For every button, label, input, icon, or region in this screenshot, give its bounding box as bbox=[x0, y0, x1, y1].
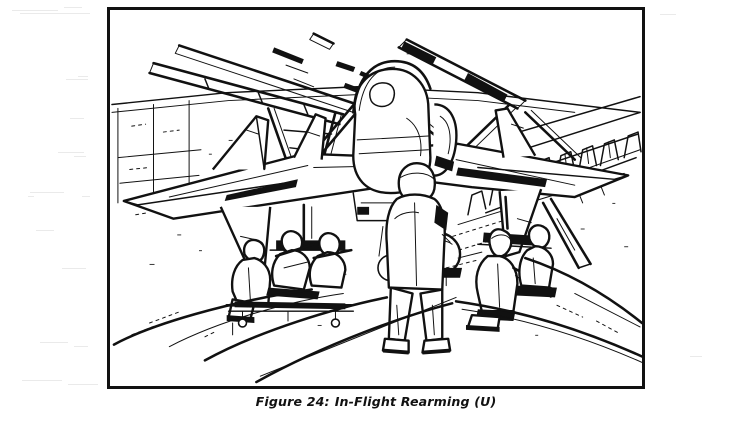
scan-speckle bbox=[82, 196, 90, 197]
ground-crew bbox=[225, 162, 557, 355]
scan-speckle bbox=[74, 346, 88, 347]
scan-speckle bbox=[40, 342, 68, 343]
scan-speckle bbox=[74, 156, 86, 157]
scan-speckle bbox=[22, 380, 62, 381]
scan-speckle bbox=[12, 10, 58, 11]
figure-border: .k { fill:none; stroke:#111; stroke-widt… bbox=[107, 7, 645, 389]
scan-speckle bbox=[58, 152, 84, 153]
scan-speckle bbox=[690, 356, 702, 357]
scan-speckle bbox=[70, 118, 84, 119]
figure-caption-number: Figure 24: bbox=[255, 394, 330, 409]
scan-speckle bbox=[660, 14, 676, 15]
scan-speckle bbox=[30, 192, 64, 193]
scan-noise bbox=[149, 53, 629, 336]
scan-speckle bbox=[66, 79, 88, 80]
in-flight-rearming-illustration: .k { fill:none; stroke:#111; stroke-widt… bbox=[110, 10, 642, 386]
scan-speckle bbox=[62, 268, 86, 269]
scan-speckle bbox=[20, 13, 90, 14]
scan-speckle bbox=[78, 76, 88, 77]
scan-speckle bbox=[64, 7, 82, 8]
kneeling-crew-left bbox=[226, 230, 353, 324]
crew-right bbox=[445, 224, 557, 332]
scan-speckle bbox=[28, 196, 34, 197]
figure-caption-title: In-Flight Rearming (U) bbox=[334, 394, 497, 409]
floor-perspective-lines bbox=[112, 256, 642, 384]
figure-caption: Figure 24: In-Flight Rearming (U) bbox=[107, 394, 645, 409]
scan-speckle bbox=[36, 230, 54, 231]
scan-speckle bbox=[68, 384, 98, 385]
